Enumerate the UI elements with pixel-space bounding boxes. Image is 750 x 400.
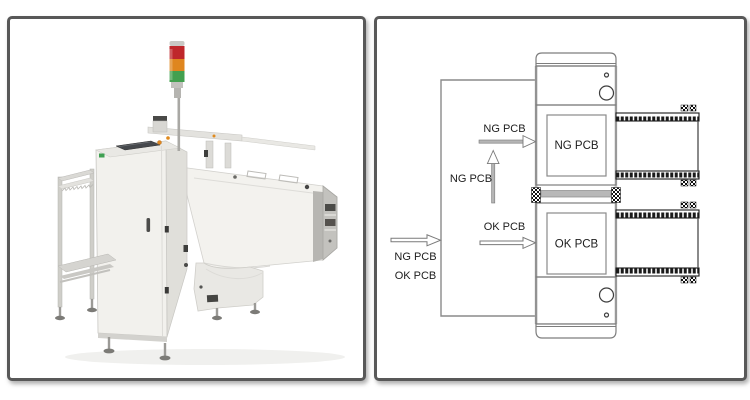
tower-light-amber (169, 59, 185, 71)
ng-zone: NG PCB (546, 114, 607, 177)
gantry-frame (147, 116, 316, 169)
rail-end-marker (680, 104, 697, 284)
ok-zone-label: OK PCB (555, 239, 599, 251)
control-screen (115, 140, 161, 151)
ng-feed-label: NG PCB (483, 123, 525, 135)
machine-photo (55, 41, 345, 365)
rail-junction (531, 187, 621, 203)
tower-light-green (169, 71, 185, 82)
tower-mount-circle (598, 287, 615, 303)
magazine-rack (57, 168, 117, 308)
flow-labels: NG PCB NG PCB OK PCB NG PCB OK PCB (394, 123, 525, 282)
door-handle (146, 218, 151, 232)
ng-feed-arrow (478, 139, 525, 144)
screw-dot (603, 312, 610, 318)
conveyor-rails (615, 104, 700, 284)
tower-light-red (169, 46, 185, 59)
machine-cabinet (94, 140, 188, 342)
ok-feed-arrow (479, 236, 537, 250)
flow-diagram: NG PCB OK PCB (390, 52, 700, 339)
brand-sticker (99, 153, 105, 158)
power-button (157, 140, 162, 145)
ng-zone-label: NG PCB (554, 140, 598, 152)
ok-zone: OK PCB (546, 212, 607, 275)
ng-lift-label: NG PCB (450, 173, 492, 185)
tower-mount-circle (598, 85, 615, 101)
flow-diagram-panel: NG PCB OK PCB (374, 16, 747, 381)
machine-base (193, 262, 264, 312)
inlet-arrow (390, 234, 442, 247)
inlet-ok-label: OK PCB (395, 270, 437, 282)
screw-dot (603, 72, 610, 78)
leveling-feet (55, 299, 260, 361)
ok-feed-label: OK PCB (484, 221, 526, 233)
conveyor-arm (179, 166, 338, 269)
return-loop-line (440, 79, 536, 317)
floor-shadow (65, 349, 345, 365)
ng-buffer-module (535, 104, 617, 186)
flow-arrows (390, 134, 537, 250)
tower-light-icon (169, 41, 185, 151)
inlet-ng-label: NG PCB (394, 251, 436, 263)
machine-photo-panel (7, 16, 366, 381)
